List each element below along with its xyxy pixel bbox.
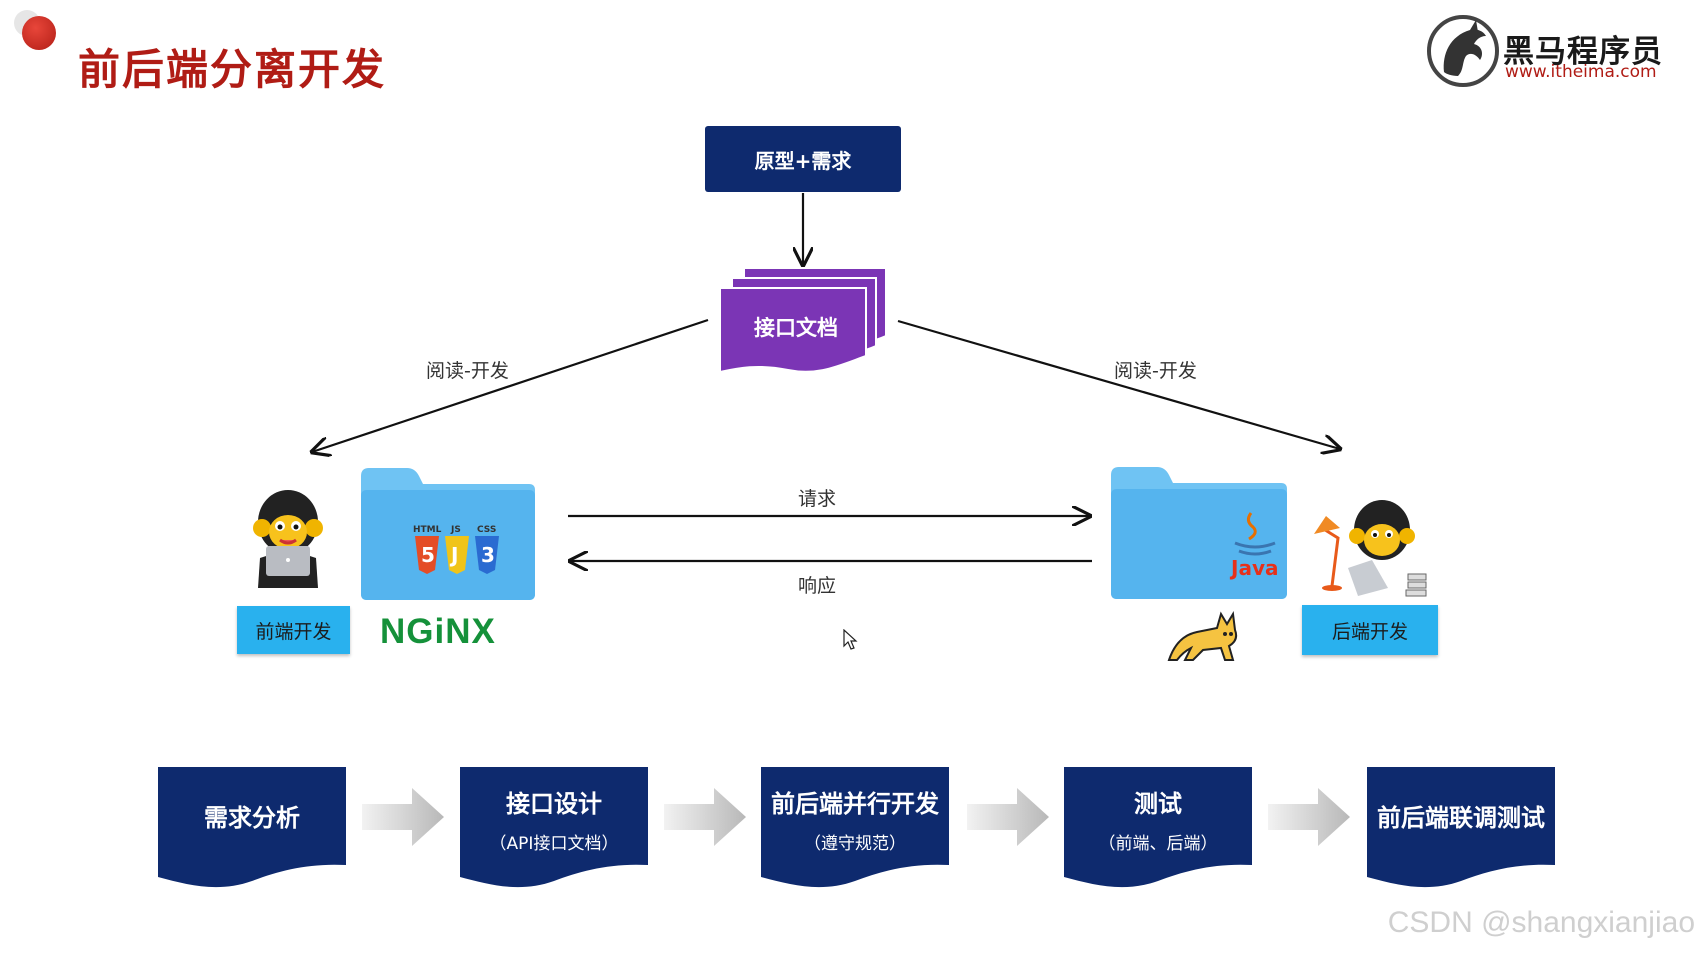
mouse-cursor-icon [843, 629, 858, 650]
prototype-requirements-box: 原型+需求 [705, 126, 901, 192]
step-3: 前后端并行开发 （遵守规范） [761, 784, 949, 854]
step-arrow-icon [967, 788, 1049, 846]
step-arrow-icon [362, 788, 444, 846]
right-read-arrow [897, 319, 1340, 449]
watermark: CSDN @shangxianjiao [1387, 906, 1695, 939]
step-3-title: 前后端并行开发 [771, 790, 939, 818]
step-arrow-icon [1268, 788, 1350, 846]
css-badge: CSS [477, 525, 496, 535]
backend-folder-icon: Java [1111, 467, 1287, 599]
frontend-developer-mascot-icon [253, 490, 323, 588]
step-2-subtitle: （API接口文档） [489, 834, 619, 854]
right-read-label: 阅读-开发 [1114, 360, 1197, 382]
response-label: 响应 [798, 575, 837, 597]
tomcat-icon [1167, 611, 1238, 661]
frontend-dev-box: 前端开发 [237, 606, 350, 654]
left-read-arrow [312, 318, 709, 452]
step-arrow-icon [664, 788, 746, 846]
step-doc-shape [460, 767, 648, 888]
logo-name: 黑马程序员 [1503, 34, 1663, 70]
step-5-title: 前后端联调测试 [1377, 804, 1545, 832]
svg-text:5: 5 [421, 543, 435, 567]
step-doc-shape [1367, 767, 1555, 888]
left-read-label: 阅读-开发 [426, 360, 509, 382]
step-1: 需求分析 [158, 798, 346, 833]
step-3-subtitle: （遵守规范） [804, 834, 906, 854]
step-doc-shape [158, 767, 346, 888]
step-4-title: 测试 [1134, 790, 1182, 818]
logo-url: www.itheima.com [1505, 62, 1657, 82]
request-label: 请求 [798, 488, 837, 510]
html-badge: HTML [413, 525, 442, 535]
step-1-title: 需求分析 [204, 804, 300, 832]
step-doc-shape [761, 767, 949, 888]
page-title: 前后端分离开发 [78, 45, 387, 94]
java-label: Java [1229, 556, 1278, 580]
horse-logo-icon [1427, 15, 1499, 87]
frontend-folder-icon: 5 J 3 HTML JS CSS [361, 468, 535, 600]
interface-doc-label: 接口文档 [754, 316, 838, 340]
svg-text:3: 3 [481, 543, 495, 567]
svg-text:J: J [449, 543, 458, 567]
step-2: 接口设计 （API接口文档） [460, 784, 648, 854]
step-2-title: 接口设计 [506, 790, 602, 818]
step-doc-shape [1064, 767, 1252, 888]
backend-developer-mascot-icon [1314, 500, 1427, 597]
nginx-logo: NGiNX [380, 612, 496, 651]
step-5: 前后端联调测试 [1367, 798, 1555, 833]
backend-dev-box: 后端开发 [1302, 605, 1438, 655]
interface-doc-stack-icon [719, 267, 887, 374]
title-bullet-icon [22, 16, 56, 50]
step-4: 测试 （前端、后端） [1064, 784, 1252, 854]
js-badge: JS [450, 525, 461, 535]
step-4-subtitle: （前端、后端） [1098, 834, 1218, 854]
